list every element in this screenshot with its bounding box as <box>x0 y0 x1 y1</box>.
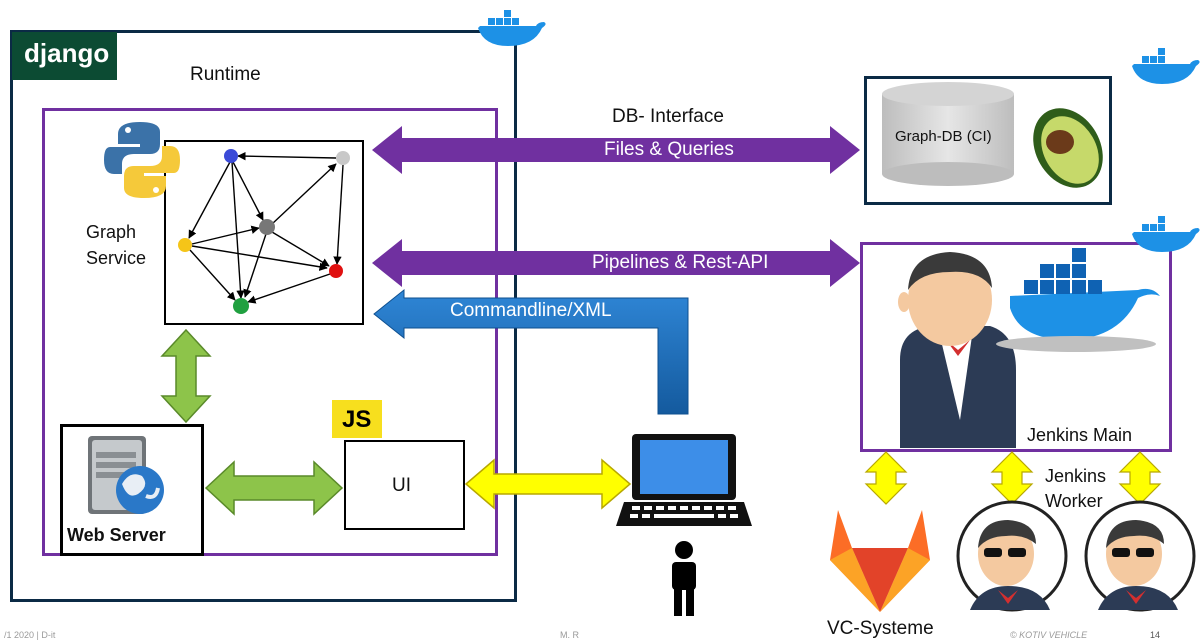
arrow-ui-laptop <box>464 458 632 510</box>
database-cylinder-icon <box>882 82 1014 186</box>
graph-db-container <box>864 76 1112 205</box>
db-interface-label: DB- Interface <box>612 106 724 127</box>
jenkins-worker-label-line1: Jenkins <box>1045 466 1107 486</box>
avocado-icon <box>1033 108 1103 188</box>
graph-node-lightgray <box>336 151 350 165</box>
vc-systeme-label: VC-Systeme <box>827 618 934 639</box>
django-logo: django <box>12 32 117 80</box>
server-globe-icon <box>88 436 164 514</box>
graph-db-label: Graph-DB (CI) <box>895 128 992 145</box>
runtime-label: Runtime <box>190 64 261 85</box>
graph-service-label-line2: Service <box>86 248 147 268</box>
docker-whale-icon <box>996 248 1160 352</box>
graph-node-yellow <box>178 238 192 252</box>
docker-icon <box>1132 48 1200 84</box>
commandline-label: Commandline/XML <box>450 300 612 321</box>
footer-right: © KOTIV VEHICLE <box>1010 630 1088 640</box>
laptop-icon <box>616 434 752 526</box>
jenkins-container <box>860 242 1172 452</box>
arrow-commandline <box>373 288 689 415</box>
jenkins-worker-label-line2: Worker <box>1045 491 1103 511</box>
graph-service-label-line1: Graph <box>86 222 137 242</box>
js-badge: JS <box>332 400 382 438</box>
arrow-jenkins-gitlab <box>864 451 908 505</box>
gitlab-icon <box>830 510 930 612</box>
django-logo-text: django <box>24 38 110 68</box>
files-queries-label: Files & Queries <box>604 139 734 160</box>
arrow-graph-webserver <box>160 328 212 424</box>
graph-node-gray <box>259 219 275 235</box>
graph-edges <box>188 151 344 304</box>
docker-icon <box>1132 216 1200 252</box>
ui-label: UI <box>392 475 411 496</box>
footer-left: /1 2020 | D-it <box>4 630 56 640</box>
footer-mid: M. R <box>560 630 579 640</box>
arrow-db-interface <box>372 126 860 174</box>
arrow-pipelines <box>372 239 860 287</box>
application-container <box>42 108 498 556</box>
jenkins-worker-icon <box>956 500 1068 612</box>
footer-page: 14 <box>1150 630 1161 640</box>
js-badge-text: JS <box>342 406 372 433</box>
person-icon <box>672 541 696 616</box>
ui-box <box>344 440 465 530</box>
arrow-jenkins-worker2 <box>1118 451 1162 505</box>
jenkins-worker-icon <box>1084 500 1196 612</box>
jenkins-main-label: Jenkins Main <box>1027 425 1133 445</box>
pipelines-label: Pipelines & Rest-API <box>592 252 769 273</box>
graph-node-green <box>233 298 249 314</box>
web-server-label: Web Server <box>67 525 166 545</box>
graph-node-red <box>329 264 343 278</box>
graph-node-blue <box>224 149 238 163</box>
jenkins-butler-icon <box>898 252 1016 448</box>
arrow-jenkins-worker1 <box>990 451 1034 505</box>
python-icon <box>104 122 180 198</box>
docker-icon <box>478 10 546 46</box>
arrow-webserver-ui <box>204 460 344 516</box>
